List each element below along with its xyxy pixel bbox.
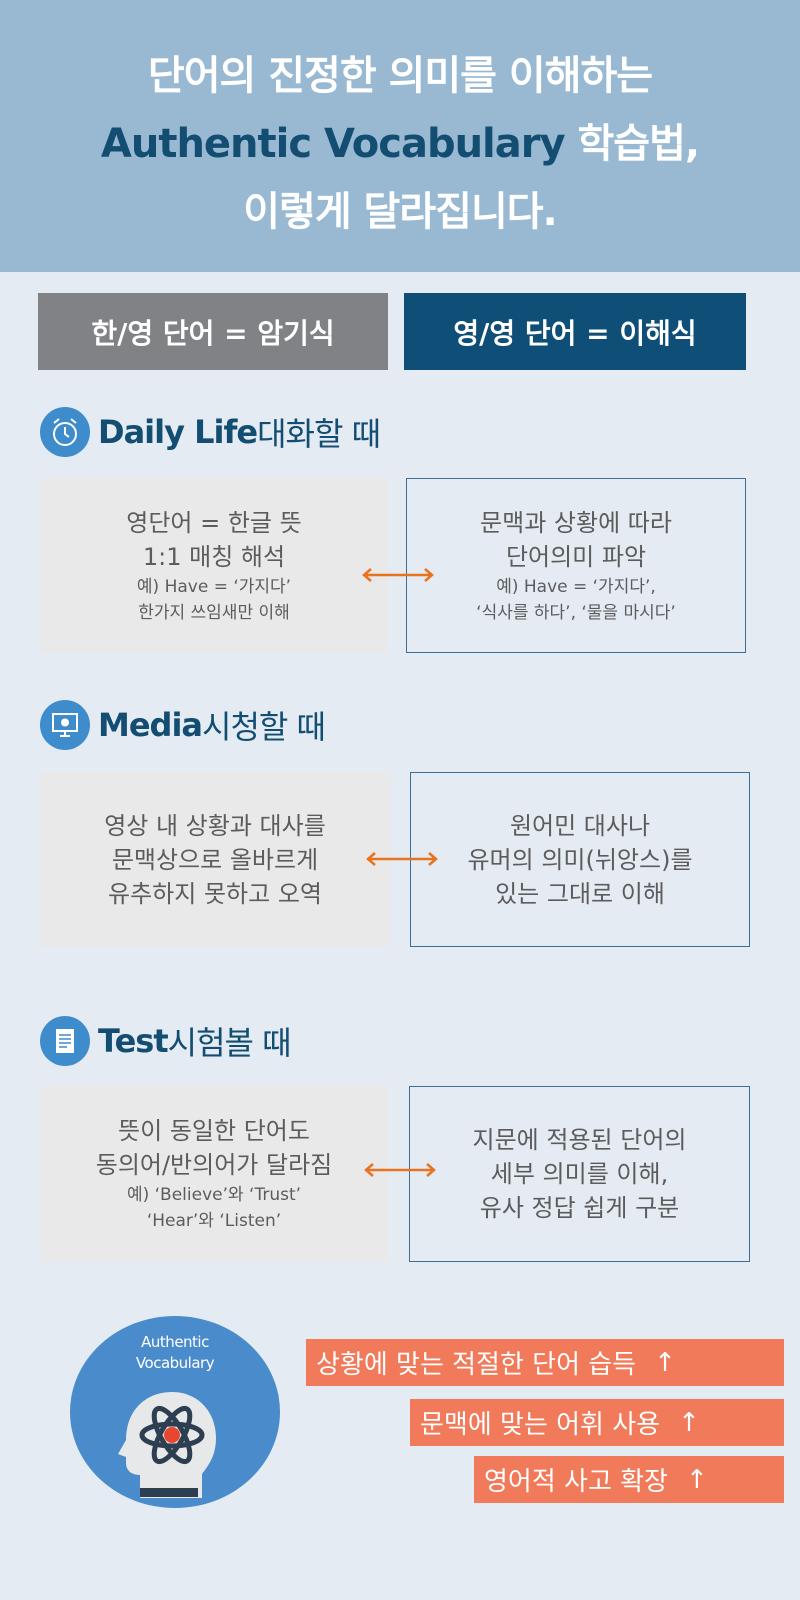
benefit-2: 문맥에 맞는 어휘 사용↑ — [410, 1399, 784, 1446]
title-banner: 단어의 진정한 의미를 이해하는 Authentic Vocabulary 학습… — [0, 0, 800, 272]
memorization-tag: 한/영 단어 = 암기식 — [38, 293, 388, 370]
document-icon — [40, 1016, 90, 1066]
test-old-method: 뜻이 동일한 단어도 동의어/반의어가 달라짐 예) ‘Believe’와 ‘T… — [40, 1086, 388, 1262]
arrow-up-icon: ↑ — [678, 1407, 700, 1438]
arrow-up-icon: ↑ — [654, 1347, 676, 1378]
section-media-heading: Media 시청할 때 — [40, 700, 326, 750]
double-arrow-icon — [366, 852, 438, 866]
daily-life-new-method: 문맥과 상황에 따라 단어의미 파악 예) Have = ‘가지다’, ‘식사를… — [406, 478, 746, 653]
section-test-heading: Test 시험볼 때 — [40, 1016, 292, 1066]
daily-life-old-method: 영단어 = 한글 뜻 1:1 매칭 해석 예) Have = ‘가지다’ 한가지… — [40, 478, 388, 653]
title-line-3: 이렇게 달라집니다. — [243, 189, 558, 235]
double-arrow-icon — [364, 1163, 436, 1177]
double-arrow-icon — [362, 568, 434, 582]
media-old-method: 영상 내 상황과 대사를 문맥상으로 올바르게 유추하지 못하고 오역 — [40, 772, 390, 947]
test-new-method: 지문에 적용된 단어의 세부 의미를 이해, 유사 정답 쉽게 구분 — [409, 1086, 750, 1262]
benefit-1: 상황에 맞는 적절한 단어 습득↑ — [306, 1339, 784, 1386]
title-line-1: 단어의 진정한 의미를 이해하는 — [147, 53, 653, 99]
understanding-tag: 영/영 단어 = 이해식 — [404, 293, 746, 370]
benefit-3: 영어적 사고 확장↑ — [474, 1456, 784, 1503]
authentic-vocabulary-badge: Authentic Vocabulary — [70, 1316, 280, 1508]
head-atom-icon — [118, 1392, 216, 1498]
arrow-up-icon: ↑ — [685, 1464, 708, 1495]
media-new-method: 원어민 대사나 유머의 의미(뉘앙스)를 있는 그대로 이해 — [410, 772, 750, 947]
monitor-icon — [40, 700, 90, 750]
alarm-clock-icon — [40, 407, 90, 457]
title-line-2: Authentic Vocabulary 학습법, — [100, 121, 700, 167]
section-daily-life-heading: Daily Life 대화할 때 — [40, 407, 381, 457]
